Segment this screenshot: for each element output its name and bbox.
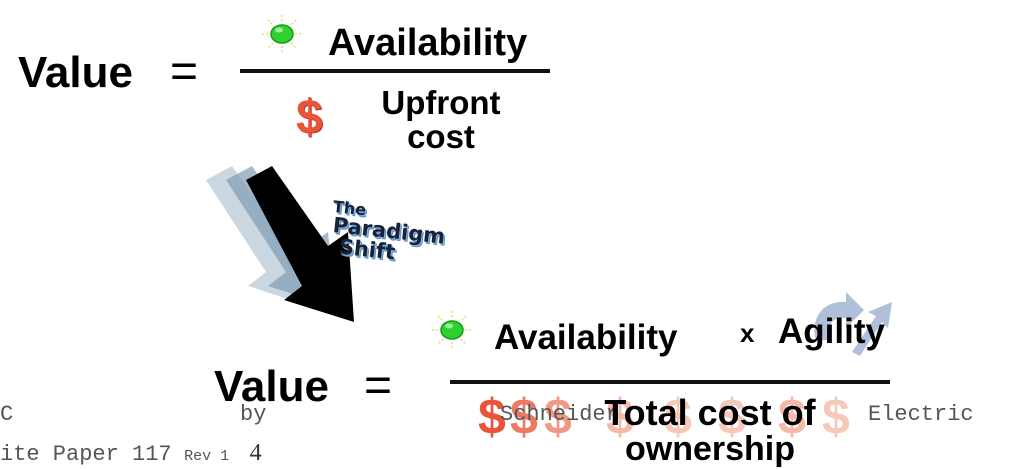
dollar-row-icon: $ $ $ $ $ $ $ $ (478, 389, 850, 445)
footer-left-fragment: C (0, 402, 14, 427)
svg-text:$: $ (664, 389, 692, 445)
bottom-availability-green-dot-icon (432, 311, 472, 349)
footer-company-part2: Electric (868, 402, 974, 427)
bottom-denominator-line2: ownership (624, 430, 796, 468)
svg-text:$: $ (478, 389, 506, 445)
footer-page-number: 4 (249, 440, 262, 466)
paradigm-shift-arrow-icon (206, 166, 354, 322)
top-dollar-icon: $ (296, 91, 323, 144)
svg-text:$: $ (606, 389, 634, 445)
bottom-denominator: Total cost of ownership (560, 392, 860, 468)
bottom-denominator-line1: Total cost of (604, 392, 816, 433)
svg-text:$: $ (544, 389, 572, 445)
svg-text:$: $ (718, 389, 746, 445)
top-equals-sign: = (170, 45, 199, 98)
top-numerator-availability: Availability (328, 22, 528, 64)
bottom-numerator-availability: Availability (494, 318, 678, 357)
bottom-equals-sign: = (364, 359, 393, 412)
paradigm-shift-caption: The Paradigm Shift (332, 197, 447, 264)
bottom-numerator-agility: Agility (778, 312, 885, 351)
footer-by-word: by (240, 402, 267, 427)
bottom-fraction-bar (450, 380, 890, 384)
bottom-value-label: Value (214, 362, 329, 411)
top-denominator: Upfront cost (356, 86, 526, 154)
footer-company-part1: Schneider (500, 402, 619, 427)
availability-green-dot-icon (262, 15, 302, 53)
svg-text:$: $ (510, 389, 538, 445)
top-value-label: Value (18, 48, 133, 97)
footer-page-info: ite Paper 117 Rev 1 4 (0, 440, 262, 467)
svg-text:$: $ (822, 389, 850, 445)
footer-revision: Rev 1 (184, 448, 230, 465)
top-fraction-bar (240, 69, 550, 73)
agility-arrows-icon (814, 292, 892, 356)
svg-text:$: $ (778, 389, 806, 445)
top-denominator-line2: cost (407, 118, 475, 155)
footer-paper-label: ite Paper 117 (0, 442, 172, 467)
top-denominator-line1: Upfront (381, 84, 501, 121)
times-sign: x (740, 318, 755, 348)
